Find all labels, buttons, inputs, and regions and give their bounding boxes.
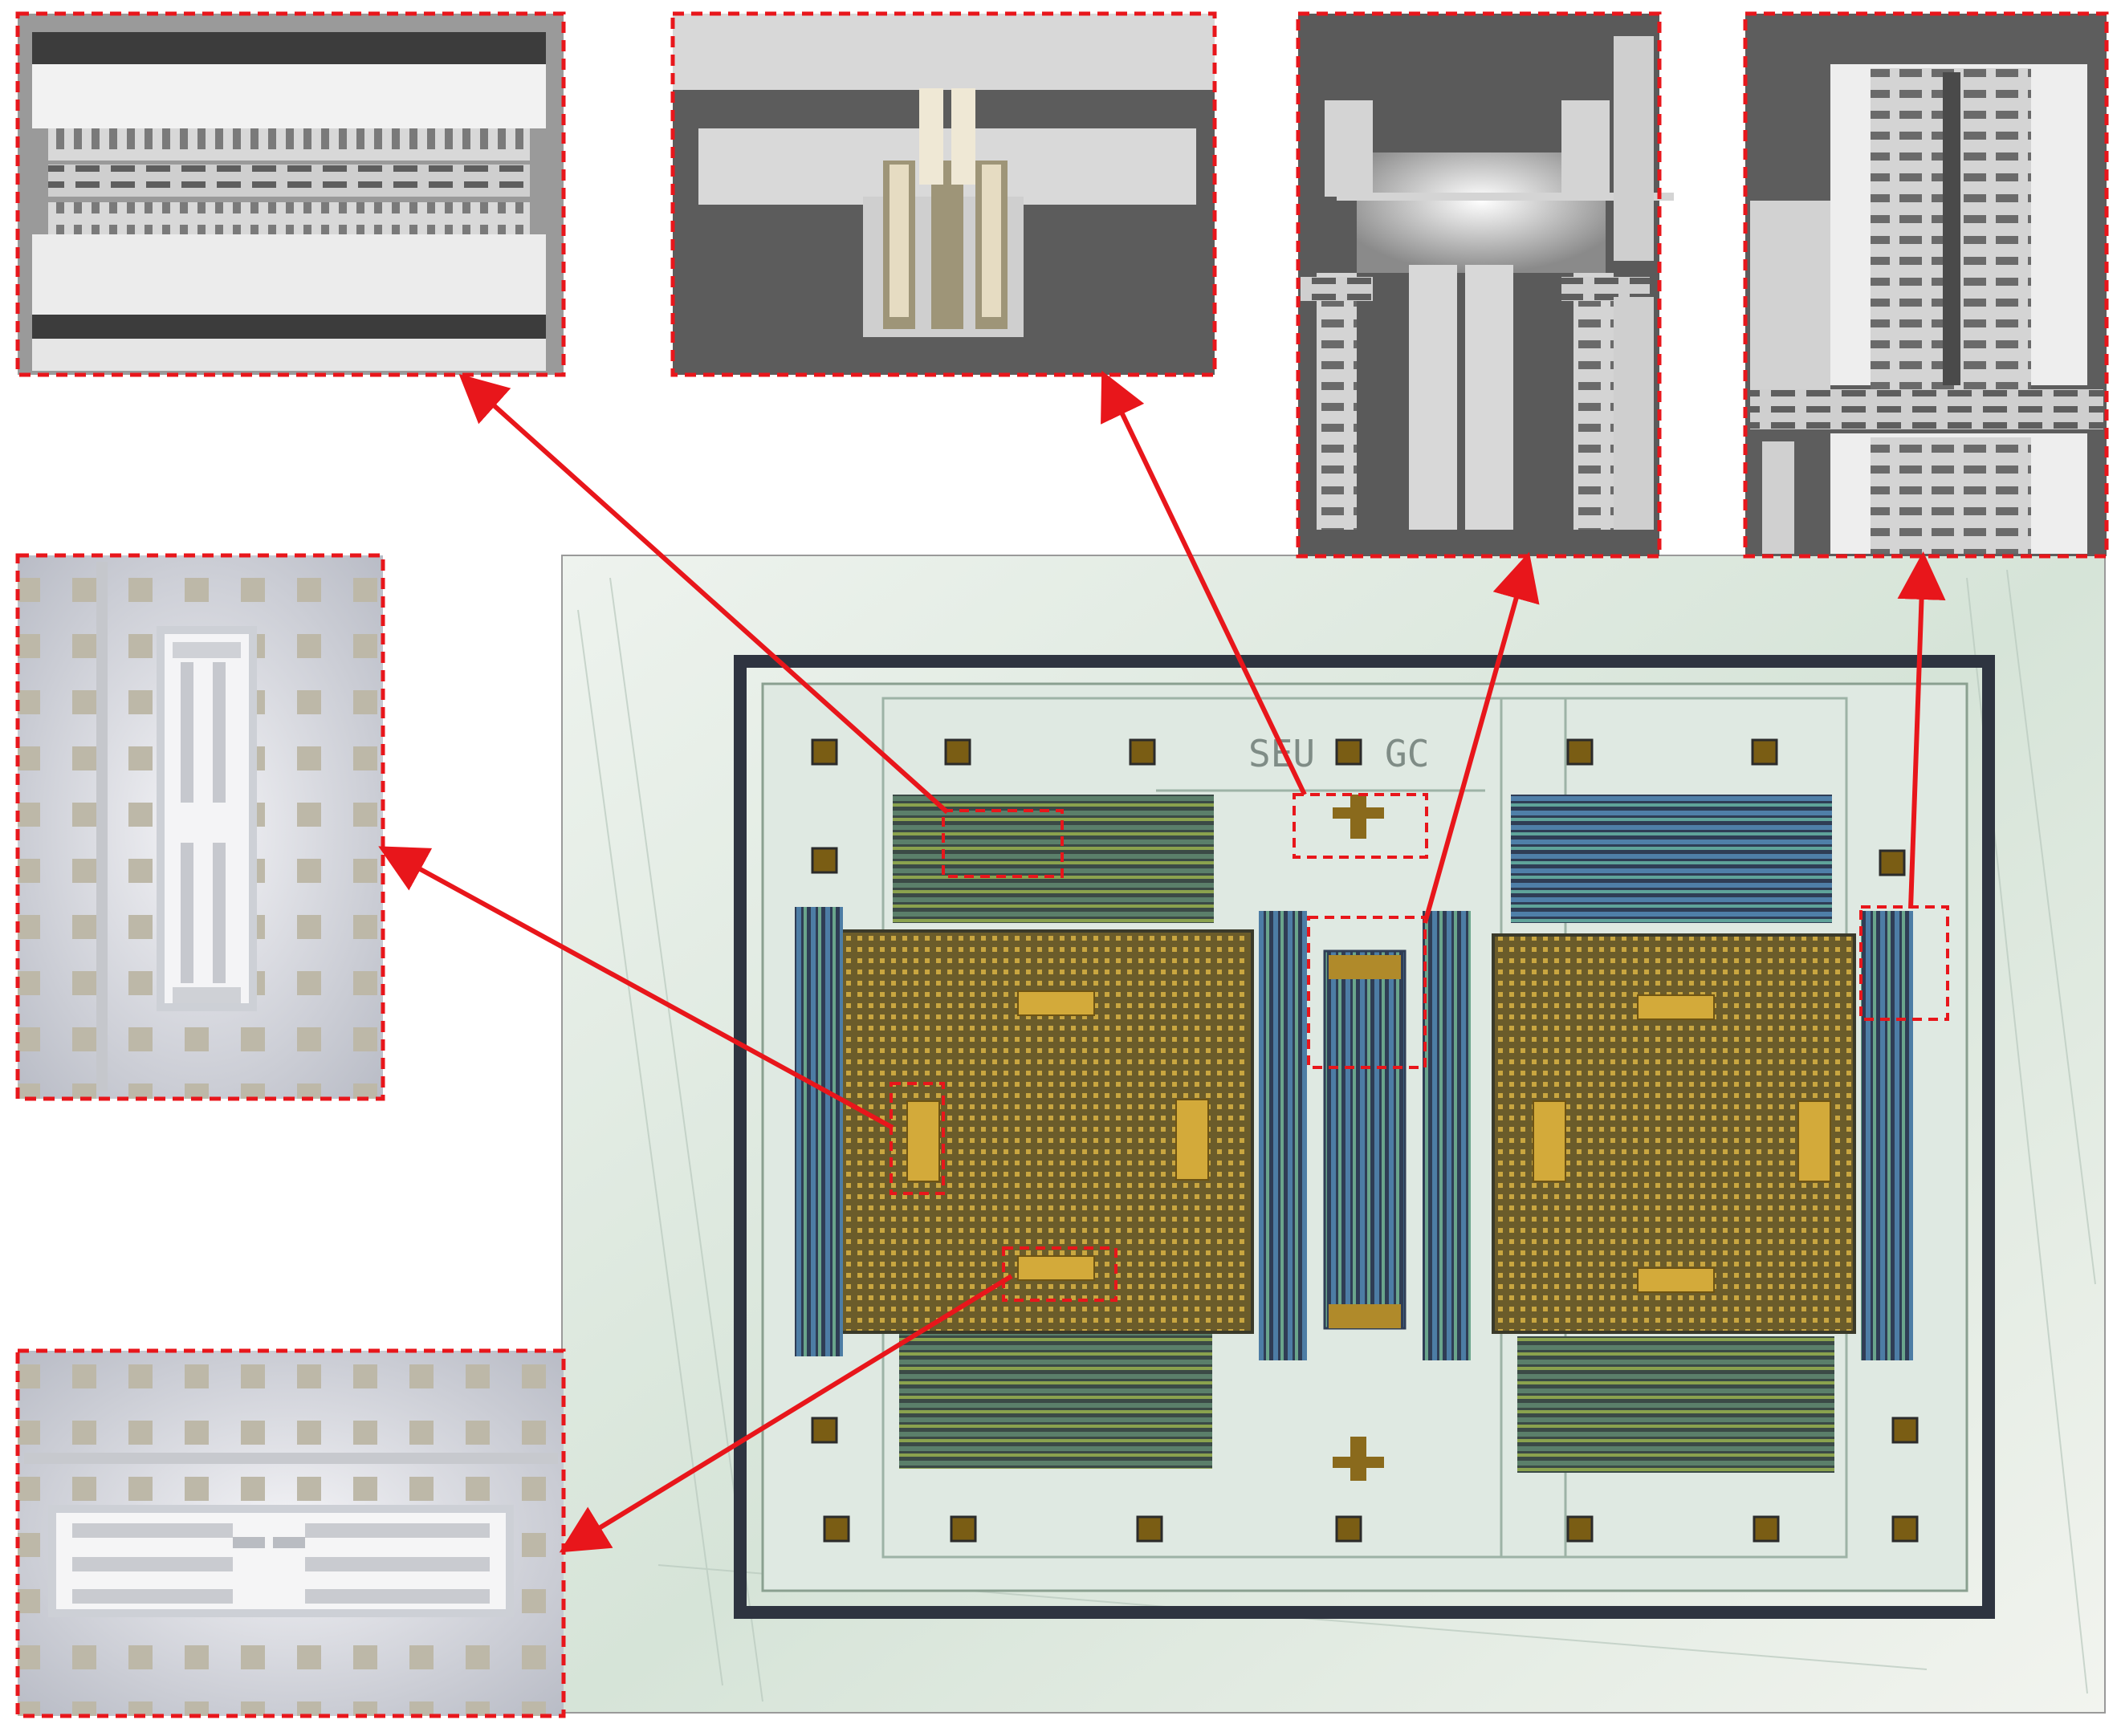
- die-marking-left: SEU: [1248, 732, 1315, 775]
- comb-block-top-right: [1511, 795, 1832, 923]
- arrow-to-comb-inset: [458, 373, 950, 815]
- interdigitated-comb-inset: [15, 11, 566, 377]
- die-marking-right: GC: [1385, 732, 1429, 775]
- comb-block-top-left: [893, 795, 1214, 923]
- arrow-to-vertical-spring-inset: [378, 846, 894, 1130]
- highlight-horizontal-spring: [1002, 1246, 1117, 1302]
- bond-pads: [811, 738, 1919, 1543]
- die-outer-frame: [734, 655, 1995, 1619]
- comb-block-bottom-right: [1517, 1336, 1834, 1473]
- main-micrograph: SEU GC: [561, 555, 2106, 1714]
- arrow-to-horizontal-spring-inset: [559, 1274, 1013, 1553]
- folded-spring-vertical-inset: [15, 553, 385, 1101]
- arrow-to-comb-array-inset: [1897, 551, 1946, 909]
- comb-drive-array-inset: [1743, 11, 2109, 559]
- highlight-boxes: [890, 793, 1949, 1302]
- suspended-beam-inset: [1296, 11, 1674, 559]
- comb-block-bottom-left: [899, 1332, 1212, 1469]
- arrow-to-beam-inset: [1423, 551, 1540, 924]
- highlight-comb-array: [1859, 905, 1949, 1021]
- folded-spring-horizontal-inset: [15, 1348, 566, 1718]
- arrow-to-t-anchor-inset: [1101, 370, 1307, 796]
- highlight-t-anchor: [1293, 793, 1428, 859]
- center-coupler: [1323, 949, 1407, 1330]
- callout-arrows: [378, 370, 1946, 1553]
- t-anchor-folded-spring-inset: [670, 11, 1217, 377]
- highlight-comb-fingers: [942, 809, 1064, 878]
- highlight-center-beam: [1307, 916, 1427, 1069]
